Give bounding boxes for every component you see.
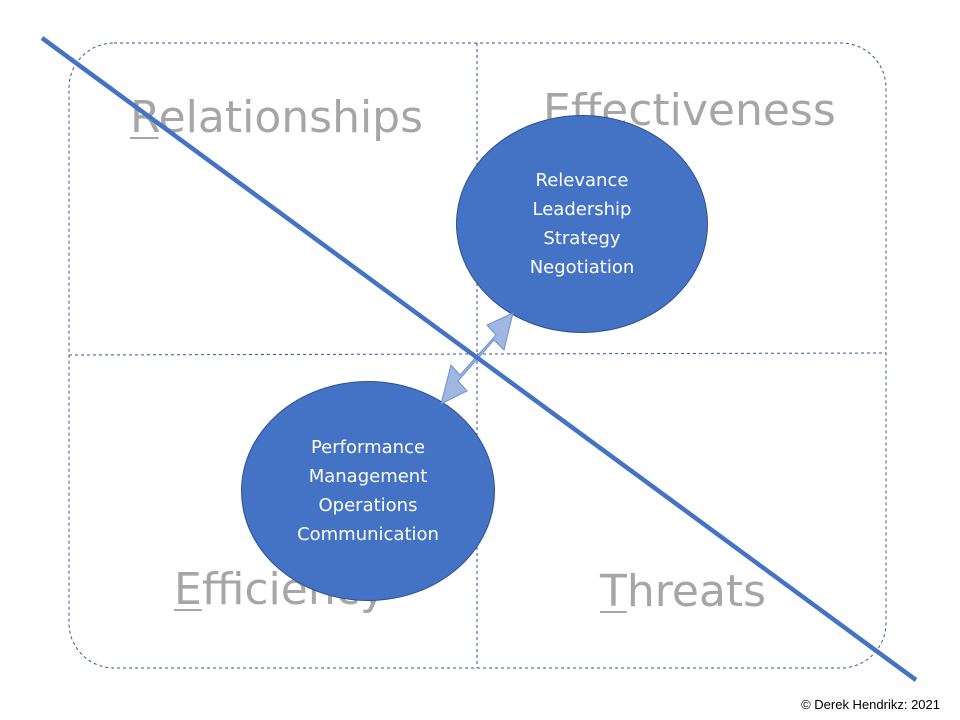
bubble-item: Relevance [535, 170, 629, 191]
copyright-notice: © Derek Hendrikz: 2021 [801, 697, 940, 712]
operational-item-list: Performance Management Operations Commun… [297, 433, 439, 549]
quadrant-label-initial: T [600, 566, 627, 617]
bubble-item: Performance [310, 437, 426, 458]
quadrant-label-rest: elationships [158, 92, 424, 143]
bubble-item: Management [308, 466, 428, 487]
quadrant-label-initial: R [130, 92, 159, 143]
strategic-bubble: Relevance Leadership Strategy Negotiatio… [456, 115, 708, 333]
strategic-item-list: Relevance Leadership Strategy Negotiatio… [530, 166, 635, 282]
bubble-item: Operations [318, 495, 418, 516]
quadrant-label-rest: hreats [626, 566, 767, 617]
bubble-item: Negotiation [529, 257, 635, 278]
quadrant-label-initial: E [174, 564, 202, 615]
horizontal-divider [68, 352, 887, 356]
quadrant-label-relationships: Relationships [130, 96, 423, 140]
quadrant-label-threats: Threats [600, 570, 766, 614]
bubble-item: Strategy [543, 228, 621, 249]
operational-bubble: Performance Management Operations Commun… [241, 381, 495, 601]
bubble-item: Communication [297, 524, 439, 545]
bubble-item: Leadership [532, 199, 632, 220]
